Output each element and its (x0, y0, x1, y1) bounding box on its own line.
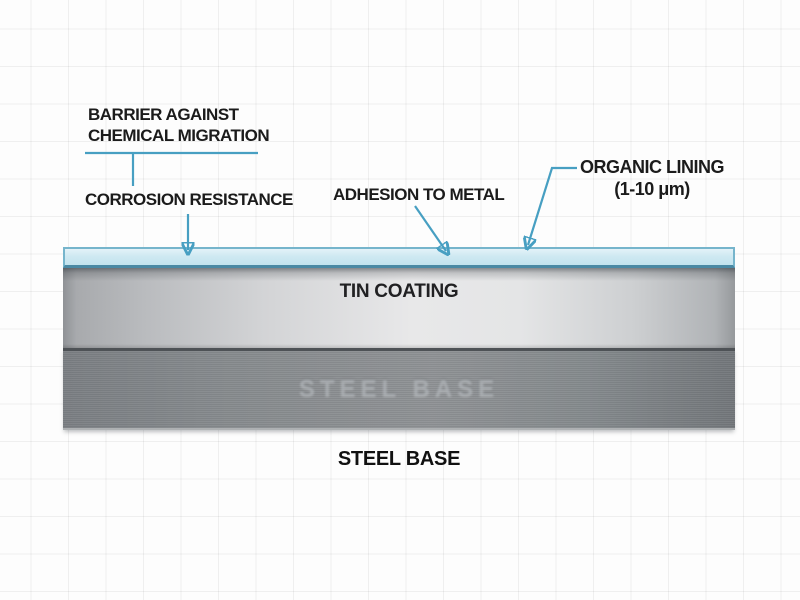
steel-base-layer: STEEL BASE (63, 348, 735, 430)
tin-coating-label: TIN COATING (339, 281, 459, 302)
steel-base-watermark: STEEL BASE (298, 375, 500, 402)
adhesion-to-metal-label: ADHESION TO METAL (333, 185, 505, 204)
organic-lining-layer (63, 247, 735, 268)
barrier-label-line1: BARRIER AGAINST (88, 105, 239, 124)
adhesion-arrow (414, 205, 446, 251)
organic-lining-label: ORGANIC LINING (1-10 μm) (573, 156, 731, 200)
corrosion-resistance-label: CORROSION RESISTANCE (85, 190, 293, 209)
barrier-label-line2: CHEMICAL MIGRATION (88, 126, 270, 145)
organic-lining-label-line2: (1-10 μm) (614, 179, 690, 199)
organic-leader-arrow (528, 166, 577, 245)
organic-lining-label-line1: ORGANIC LINING (580, 157, 725, 177)
tin-coating-layer: TIN COATING (63, 268, 735, 348)
barrier-label: BARRIER AGAINST CHEMICAL MIGRATION (88, 104, 270, 146)
layer-stack: TIN COATING STEEL BASE (63, 247, 735, 430)
steel-base-caption: STEEL BASE (337, 448, 461, 470)
